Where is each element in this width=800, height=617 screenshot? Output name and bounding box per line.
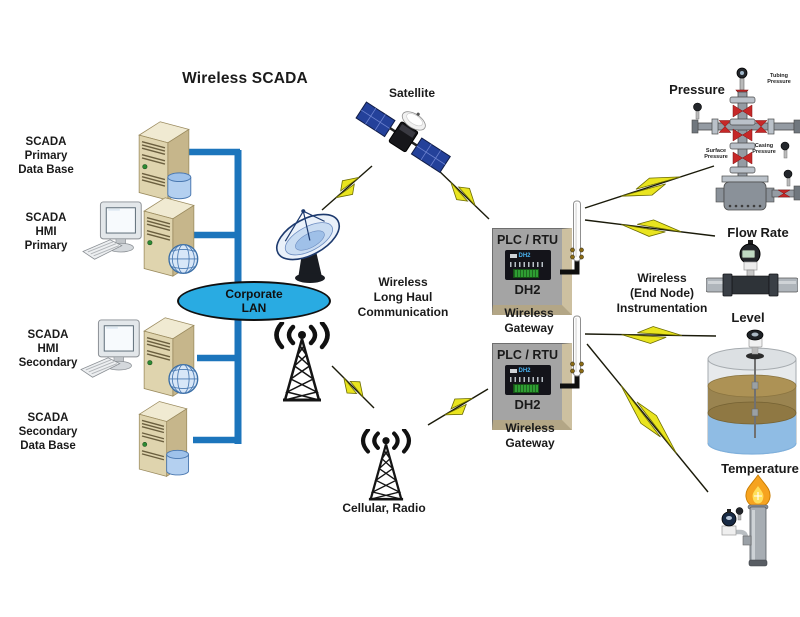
device-terminal-block <box>512 384 539 393</box>
gateway-caption: Wireless Gateway <box>504 306 554 335</box>
level-label: Level <box>731 310 765 325</box>
wireless-gateway-box: PLC / RTU DH2 DH2 <box>492 343 572 430</box>
label-scada-hmi-secondary: SCADA HMI Secondary <box>18 329 78 369</box>
radio-tower-icon <box>274 322 330 402</box>
corporate-lan-label: Corporate <box>225 287 283 301</box>
label-scada-secondary-database: SCADA Secondary Data Base <box>18 412 78 452</box>
satellite-icon <box>355 101 451 174</box>
gateway-header: PLC / RTU <box>496 233 559 247</box>
diagram-title: Wireless SCADA <box>182 70 308 87</box>
dh2-device: DH2 <box>504 365 551 395</box>
gateway-model: DH2 <box>514 397 541 412</box>
flow-rate-label: Flow Rate <box>727 225 789 240</box>
device-logo: DH2 <box>518 368 531 374</box>
end-node-label: Wireless (End Node) Instrumentation <box>616 271 708 315</box>
device-dip-switches <box>509 377 546 382</box>
dh2-device: DH2 <box>504 250 551 280</box>
level-tank-icon <box>707 329 797 455</box>
satellite-dish-icon <box>276 209 340 283</box>
hmi-workstation-icon <box>80 319 140 378</box>
gateway-model: DH2 <box>514 282 541 297</box>
tubing-pressure-sublabel: Tubing Pressure <box>767 73 791 85</box>
device-dip-switches <box>509 262 546 267</box>
long-haul-label: Wireless Long Haul Communication <box>357 275 449 319</box>
pressure-label: Pressure <box>669 82 725 97</box>
wireless-gateway-box: PLC / RTU DH2 DH2 <box>492 228 572 315</box>
radio-tower-icon <box>361 429 411 501</box>
device-terminal-block <box>512 269 539 278</box>
gateway-header: PLC / RTU <box>496 348 559 362</box>
temperature-probe-icon <box>721 474 771 567</box>
application-server-icon <box>143 197 199 277</box>
gateway-caption: Wireless Gateway <box>505 421 555 450</box>
temperature-label: Temperature <box>721 461 799 476</box>
hmi-workstation-icon <box>82 201 142 260</box>
surface-pressure-sublabel: Surface Pressure <box>704 148 728 160</box>
cellular-radio-label: Cellular, Radio <box>342 501 426 515</box>
device-chip <box>509 369 517 373</box>
device-chip <box>509 254 517 258</box>
database-server-icon <box>138 121 192 201</box>
corporate-lan-node: Corporate LAN <box>177 281 331 321</box>
device-logo: DH2 <box>518 253 531 259</box>
label-scada-hmi-primary: SCADA HMI Primary <box>24 212 68 252</box>
label-scada-primary-database: SCADA Primary Data Base <box>18 136 74 176</box>
satellite-label: Satellite <box>388 86 436 100</box>
wellhead-pressure-icon <box>691 67 800 211</box>
application-server-icon <box>143 317 199 397</box>
database-server-icon <box>138 401 190 478</box>
casing-pressure-sublabel: Casing Pressure <box>752 143 776 155</box>
flow-meter-icon <box>706 240 798 297</box>
